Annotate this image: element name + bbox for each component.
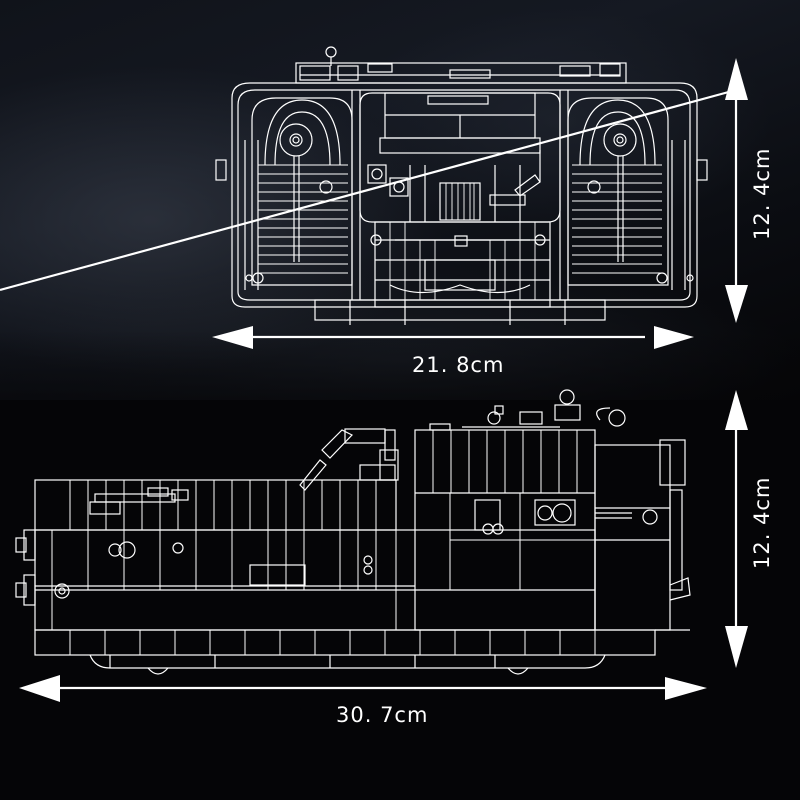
side-height-arrow-icon: [725, 390, 748, 668]
side-height-label: 12. 4cm: [750, 476, 774, 569]
front-height-arrow-icon: [0, 58, 748, 323]
backdrop-fade: [0, 330, 800, 450]
side-width-label: 30. 7cm: [336, 703, 429, 727]
side-width-arrow-icon: [19, 675, 707, 702]
front-view-drawing: [215, 46, 708, 325]
dimension-arrows: [0, 58, 748, 702]
side-view-drawing: [15, 389, 691, 675]
front-width-label: 21. 8cm: [412, 353, 505, 377]
front-height-label: 12. 4cm: [750, 147, 774, 240]
front-width-arrow-icon: [212, 326, 694, 349]
